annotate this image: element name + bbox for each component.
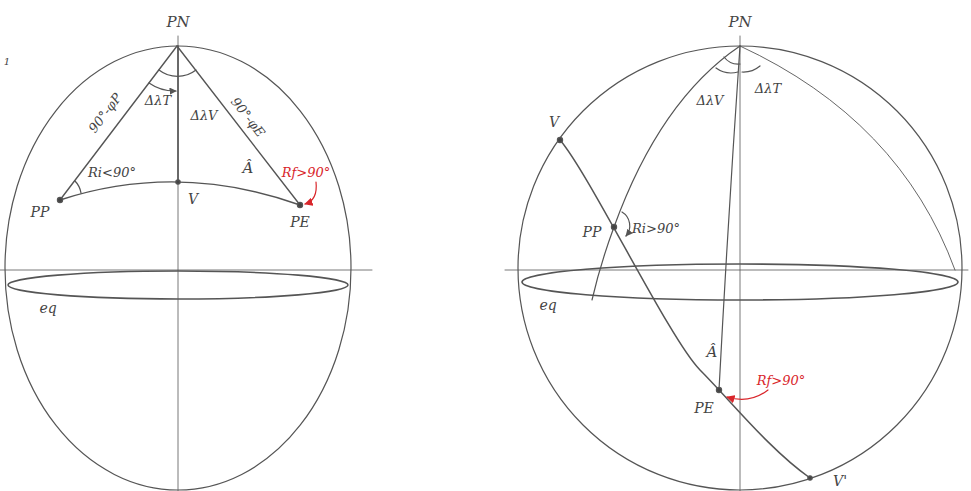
angle-label: ΔλT bbox=[145, 94, 171, 107]
equator-label: eq bbox=[539, 298, 556, 312]
departure-point bbox=[611, 224, 616, 229]
equator bbox=[8, 271, 348, 299]
angle-label: Â bbox=[707, 345, 718, 360]
equator-label: eq bbox=[39, 301, 56, 315]
angle-label: Ri>90° bbox=[632, 222, 680, 235]
arrival-point bbox=[716, 387, 721, 392]
point-label: PE bbox=[694, 401, 714, 415]
angle-label: Â bbox=[243, 161, 254, 176]
pole-label: PN bbox=[166, 15, 189, 30]
initial-course-arc bbox=[622, 212, 630, 236]
angle-arc-total bbox=[716, 66, 760, 73]
polar-axis bbox=[178, 36, 179, 491]
point-label: PE bbox=[290, 215, 310, 229]
departure-point bbox=[57, 197, 62, 202]
angle-label: ΔλV bbox=[696, 94, 723, 107]
point-label: V' bbox=[833, 474, 847, 488]
point-label: PP bbox=[31, 205, 50, 219]
point-label: V bbox=[188, 192, 198, 206]
arrival-point bbox=[297, 202, 302, 207]
angle-label: Rf>90° bbox=[282, 166, 331, 179]
meridian-departure bbox=[592, 46, 740, 300]
angle-arc-vertex bbox=[724, 57, 740, 64]
angle-label: Rf>90° bbox=[757, 374, 806, 387]
angle-label: ΔλV bbox=[190, 109, 217, 122]
meridian-vertex bbox=[177, 46, 179, 183]
antivertex-point bbox=[808, 476, 812, 480]
final-course-arrow bbox=[727, 390, 768, 399]
vertex-point bbox=[557, 137, 562, 142]
side-label: 90°-φP bbox=[86, 91, 124, 135]
great-circle bbox=[560, 140, 810, 478]
angle-label: ΔλT bbox=[755, 82, 781, 95]
figure-number: 1 bbox=[4, 57, 10, 67]
point-label: PP bbox=[583, 225, 602, 239]
angle-arc-vertex bbox=[149, 83, 176, 91]
vertex-point bbox=[176, 180, 180, 184]
meridian bbox=[740, 46, 955, 270]
final-course-arrow bbox=[305, 182, 316, 204]
pole-label: PN bbox=[728, 15, 751, 30]
initial-course-arc bbox=[75, 181, 81, 193]
equator bbox=[522, 264, 958, 300]
angle-arc-total bbox=[159, 70, 196, 76]
angle-label: Ri<90° bbox=[88, 166, 136, 179]
side-label: 90°-φE bbox=[229, 95, 268, 139]
point-label: V bbox=[549, 115, 559, 129]
meridian-departure bbox=[60, 46, 177, 200]
great-circle-arc bbox=[60, 182, 300, 205]
